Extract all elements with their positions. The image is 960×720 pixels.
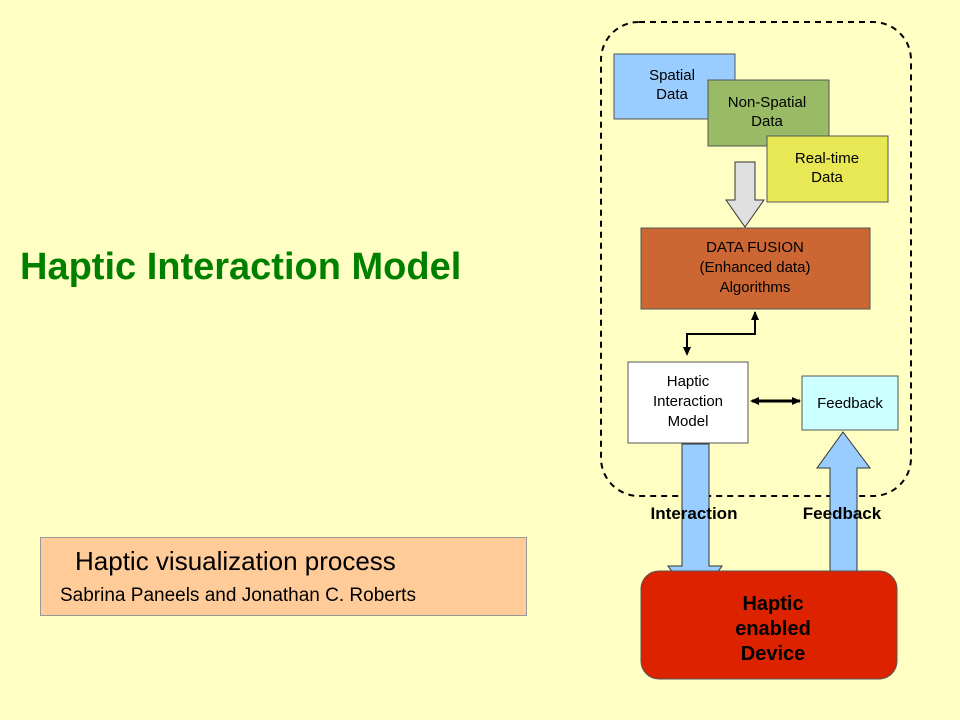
caption-authors: Sabrina Paneels and Jonathan C. Roberts (60, 585, 416, 606)
him-box: Haptic Interaction Model (627, 361, 749, 444)
realtime-label-2: Data (811, 169, 843, 186)
non-spatial-label-2: Data (751, 113, 783, 130)
device-box: Haptic enabled Device (640, 570, 898, 680)
device-label-3: Device (741, 643, 806, 665)
device-label-1: Haptic (742, 593, 803, 615)
system-boundary (600, 21, 912, 497)
spatial-label-2: Data (656, 86, 688, 103)
input-arrow (725, 161, 765, 228)
feedback-box-label: Feedback (817, 395, 883, 412)
interaction-label: Interaction (651, 504, 738, 523)
data-fusion-box: DATA FUSION (Enhanced data) Algorithms (640, 227, 871, 310)
fusion-label-1: DATA FUSION (706, 239, 804, 256)
caption-box: Haptic visualization process Sabrina Pan… (40, 537, 527, 616)
device-label-2: enabled (735, 618, 811, 640)
fusion-label-3: Algorithms (720, 279, 791, 296)
feedback-box: Feedback (801, 375, 899, 431)
him-label-3: Model (668, 413, 709, 430)
him-label-1: Haptic (667, 373, 710, 390)
realtime-label-1: Real-time (795, 150, 859, 167)
him-label-2: Interaction (653, 393, 723, 410)
realtime-data-box: Real-time Data (766, 135, 889, 203)
fusion-him-connector (683, 311, 759, 356)
feedback-label: Feedback (803, 504, 882, 523)
spatial-label-1: Spatial (649, 67, 695, 84)
non-spatial-label-1: Non-Spatial (728, 94, 806, 111)
non-spatial-data-box: Non-Spatial Data (707, 79, 830, 147)
caption-title: Haptic visualization process (75, 546, 396, 576)
fusion-label-2: (Enhanced data) (700, 259, 811, 276)
slide-title: Haptic Interaction Model (20, 246, 462, 288)
